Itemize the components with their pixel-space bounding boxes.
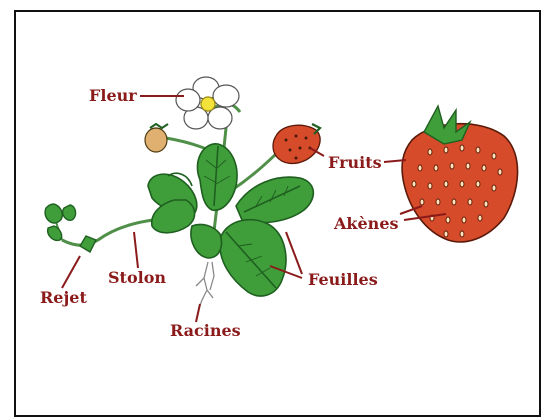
label-fruits: Fruits — [328, 153, 382, 172]
flower — [176, 77, 239, 129]
label-stolon: Stolon — [108, 268, 166, 287]
label-feuilles: Feuilles — [308, 270, 378, 289]
label-akenes: Akènes — [333, 214, 399, 233]
green-berry — [145, 124, 168, 152]
label-rejet: Rejet — [40, 288, 87, 307]
label-racines: Racines — [170, 321, 241, 340]
small-strawberry — [273, 124, 320, 163]
roots — [196, 262, 214, 308]
label-fleur: Fleur — [89, 86, 137, 105]
large-strawberry — [402, 106, 517, 242]
